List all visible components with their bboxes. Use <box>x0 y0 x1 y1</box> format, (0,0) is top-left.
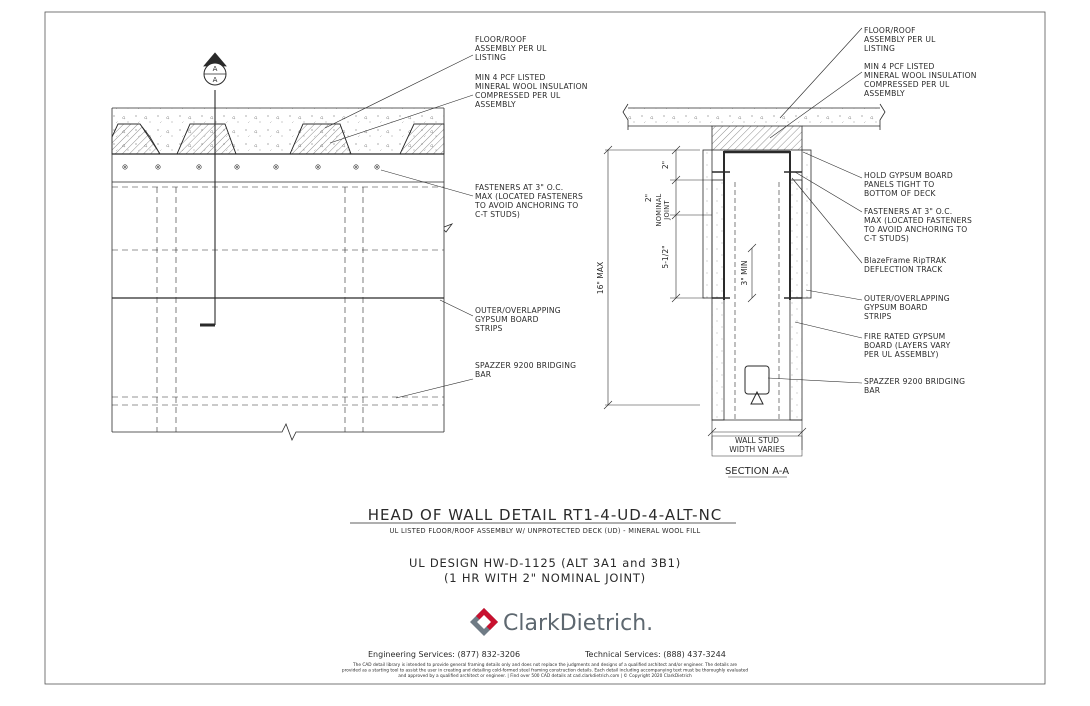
dim-leg: 5-1/2" <box>661 245 670 268</box>
deflection-track <box>723 151 791 300</box>
dim-nominal-joint-label: NOMINALJOINT <box>655 193 671 226</box>
note-fasteners-section: FASTENERS AT 3" O.C.MAX (LOCATED FASTENE… <box>863 207 972 243</box>
disclaimer: The CAD detail library is intended to pr… <box>342 662 749 679</box>
gypsum-left-inner <box>711 179 725 421</box>
section-title: SECTION A-A <box>725 466 789 477</box>
section-dimensions <box>603 145 807 450</box>
section-marker-top: A <box>213 65 218 73</box>
section-a-a-detail <box>603 103 886 450</box>
section-marker-bottom: A <box>213 76 218 84</box>
gypsum-right-outer <box>801 149 812 299</box>
brand-name: ClarkDietrich. <box>503 611 653 636</box>
design-line-1: UL DESIGN HW-D-1125 (ALT 3A1 and 3B1) <box>409 556 681 570</box>
note-fasteners-left: FASTENERS AT 3" O.C.MAX (LOCATED FASTENE… <box>474 183 583 219</box>
design-line-2: (1 HR WITH 2" NOMINAL JOINT) <box>444 571 646 585</box>
fastener-row <box>122 164 380 170</box>
section-fasteners <box>712 171 802 299</box>
gypsum-left-outer <box>702 149 713 299</box>
concrete-slab <box>112 108 444 154</box>
elevation-detail <box>111 52 454 441</box>
engineering-services: Engineering Services: (877) 832-3206 <box>368 650 520 659</box>
left-leaders <box>324 54 474 399</box>
section-leaders <box>767 27 863 384</box>
sheet-border <box>44 11 1046 685</box>
technical-services: Technical Services: (888) 437-3244 <box>584 650 726 659</box>
hidden-studs <box>112 186 444 432</box>
gypsum-right-inner <box>789 179 803 421</box>
section-stud <box>734 182 780 420</box>
dim-max-height: 16" MAX <box>596 262 605 295</box>
dim-top-gap: 2" <box>661 161 670 169</box>
bridging-bar-section <box>744 365 770 395</box>
dim-min-overlap: 3" MIN <box>740 260 749 285</box>
dim-nominal-joint-value: 2" <box>644 194 653 202</box>
clarkdietrich-logo-icon <box>470 608 498 636</box>
section-slab <box>628 108 880 126</box>
section-insulation <box>711 125 803 151</box>
detail-title: HEAD OF WALL DETAIL RT1-4-UD-4-ALT-NC <box>368 506 723 524</box>
detail-subtitle: UL LISTED FLOOR/ROOF ASSEMBLY W/ UNPROTE… <box>390 527 701 535</box>
